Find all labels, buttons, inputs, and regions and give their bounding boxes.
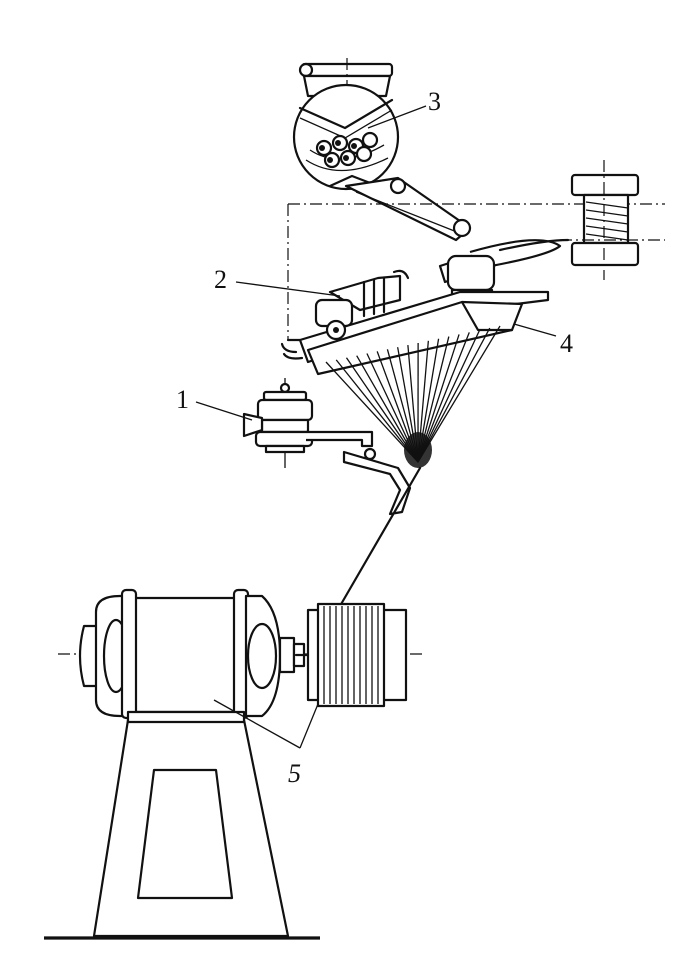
filament-line bbox=[417, 325, 501, 463]
leader-lines bbox=[195, 105, 557, 749]
feed-balls bbox=[315, 131, 379, 169]
filament-line bbox=[335, 359, 419, 463]
label-4: 4 bbox=[560, 329, 573, 358]
label-3: 3 bbox=[428, 87, 441, 116]
filament-knot bbox=[404, 432, 432, 468]
label-2: 2 bbox=[214, 265, 227, 294]
thread bbox=[338, 466, 422, 608]
guide-hook bbox=[342, 447, 412, 516]
label-5: 5 bbox=[288, 759, 301, 788]
coil-magnet bbox=[560, 160, 665, 280]
hopper-drum bbox=[292, 58, 400, 191]
feed-chute bbox=[344, 176, 472, 242]
bracket-assembly bbox=[314, 269, 410, 328]
filament-line bbox=[325, 361, 419, 463]
lever-linkage bbox=[438, 238, 570, 298]
motor-stand bbox=[44, 710, 320, 940]
spool-unit bbox=[242, 378, 374, 468]
comb-tray bbox=[280, 290, 550, 376]
drum-windings bbox=[323, 606, 379, 704]
label-1: 1 bbox=[176, 385, 189, 414]
filament-line bbox=[417, 327, 491, 463]
motor-winder bbox=[58, 588, 422, 720]
